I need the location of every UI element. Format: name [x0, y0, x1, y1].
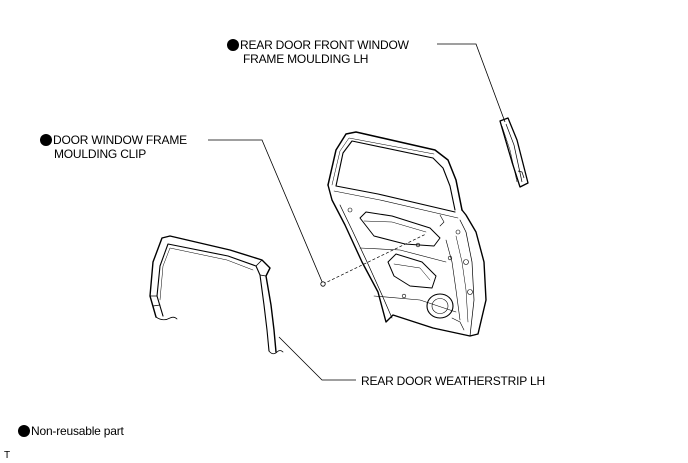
label-door-window-frame-moulding-clip: DOOR WINDOW FRAME MOULDING CLIP [40, 133, 187, 161]
label-rear-door-front-window-frame-moulding: REAR DOOR FRONT WINDOW FRAME MOULDING LH [227, 38, 409, 66]
leader-line-moulding [437, 43, 506, 123]
rear-door-part [327, 131, 487, 337]
legend-text: Non-reusable part [31, 424, 124, 438]
legend: Non-reusable part [18, 424, 124, 438]
leader-line-weatherstrip [278, 336, 356, 381]
label-clip-line-2: MOULDING CLIP [54, 147, 147, 161]
weatherstrip-part [149, 235, 284, 355]
label-moulding-line-1: REAR DOOR FRONT WINDOW [240, 38, 409, 52]
label-rear-door-weatherstrip: REAR DOOR WEATHERSTRIP LH [361, 374, 545, 388]
non-reusable-bullet-icon [227, 39, 239, 51]
label-weatherstrip-line-1: REAR DOOR WEATHERSTRIP LH [361, 374, 545, 388]
leader-line-clip [208, 139, 324, 285]
legend-bullet-icon [18, 425, 30, 437]
clip-location-dashed-line [322, 233, 427, 285]
footer-code: T [4, 450, 10, 461]
window-frame-moulding-part [499, 117, 529, 188]
clip-location-marker [320, 281, 326, 287]
label-moulding-line-2: FRAME MOULDING LH [243, 52, 369, 66]
label-clip-line-1: DOOR WINDOW FRAME [53, 133, 187, 147]
leader-lines [208, 43, 506, 381]
non-reusable-bullet-icon [40, 134, 52, 146]
